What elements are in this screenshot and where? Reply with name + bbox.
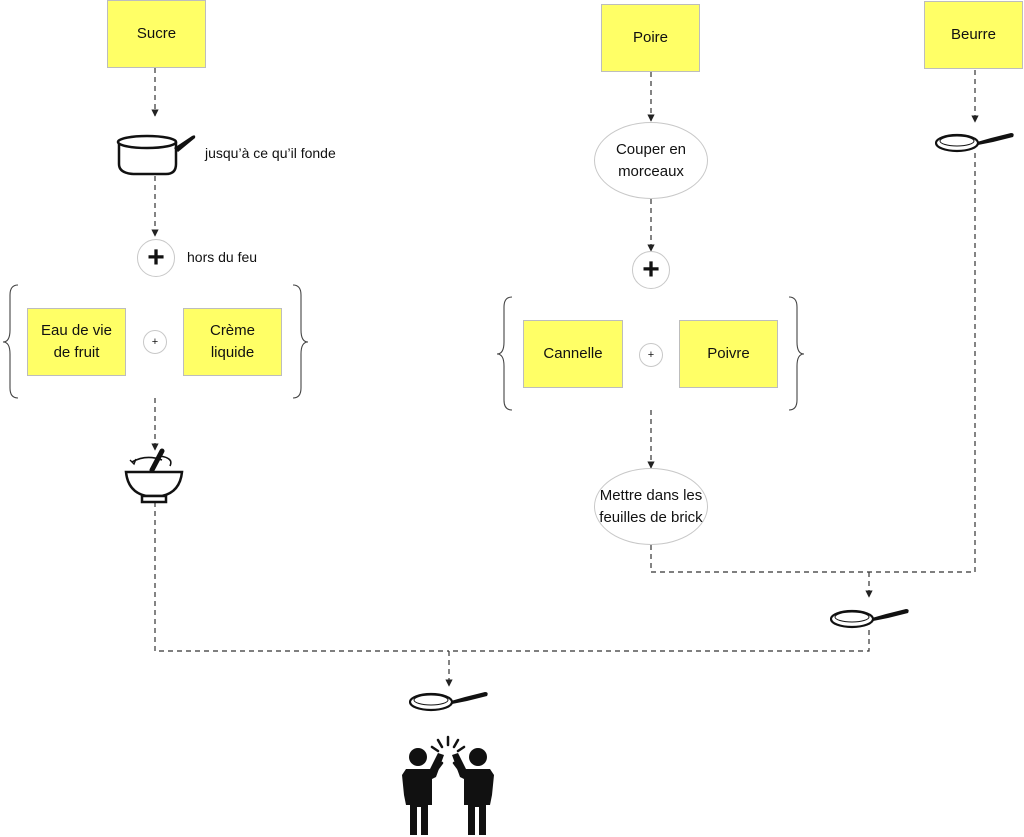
left-group-open-brace	[2, 284, 19, 399]
mid-group-open-brace	[496, 296, 513, 411]
note-fondre: jusqu’à ce qu’il fonde	[205, 145, 336, 161]
ingredient-sucre: Sucre	[107, 0, 206, 68]
line-mettre-to-pan	[650, 545, 975, 573]
ingredient-eau-de-vie: Eau de vie de fruit	[27, 308, 126, 376]
left-group-close-brace	[292, 284, 309, 399]
saucepan-icon	[116, 134, 196, 176]
plus-symbol: +	[147, 241, 165, 274]
plus-symbol: +	[642, 253, 660, 286]
plus-symbol: +	[647, 348, 655, 361]
frying-pan-icon	[409, 692, 488, 712]
plus-big-left: +	[137, 239, 175, 277]
mid-group-close-brace	[788, 296, 805, 411]
plus-small-left: +	[143, 330, 167, 354]
ingredient-creme: Crème liquide	[183, 308, 282, 376]
line-mortar-to-final	[154, 502, 449, 652]
ingredient-cannelle: Cannelle	[523, 320, 623, 388]
plus-small-middle: +	[639, 343, 663, 367]
frying-pan-icon	[830, 609, 909, 629]
plus-symbol: +	[151, 335, 159, 348]
high-five-people-icon	[402, 735, 494, 835]
mortar-pestle-icon	[124, 448, 184, 504]
ingredient-beurre: Beurre	[924, 1, 1023, 69]
line-mid-pan-to-final	[449, 630, 870, 652]
ingredient-poivre: Poivre	[679, 320, 778, 388]
step-couper: Couper en morceaux	[594, 122, 708, 199]
ingredient-poire: Poire	[601, 4, 700, 72]
plus-big-middle: +	[632, 251, 670, 289]
frying-pan-icon	[935, 133, 1014, 153]
step-mettre: Mettre dans les feuilles de brick	[594, 468, 708, 545]
note-hors-feu: hors du feu	[187, 249, 258, 265]
